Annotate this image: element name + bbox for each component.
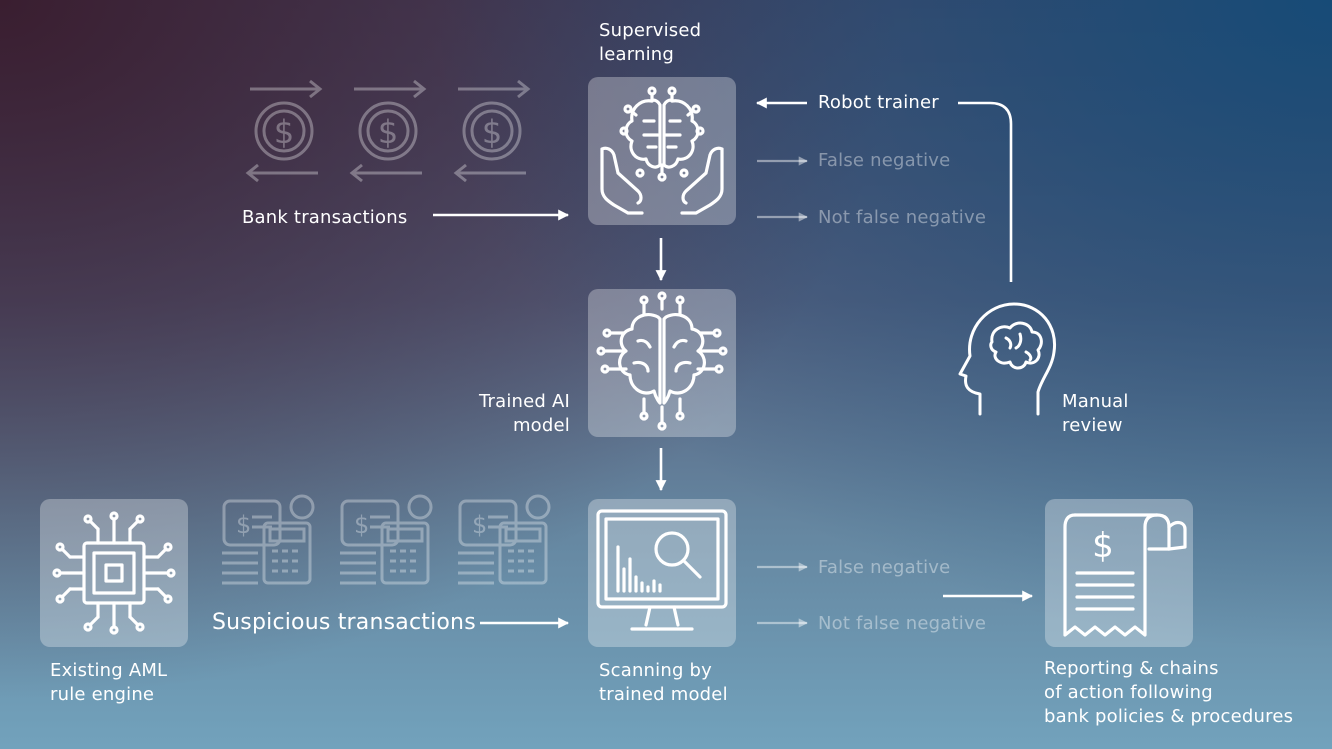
supervised-learning-label-line: learning (599, 44, 675, 65)
svg-text:$: $ (236, 511, 251, 539)
manual-review-label-line: review (1062, 415, 1123, 436)
manual-review-label-line: Manual (1062, 391, 1129, 412)
suspicious-transactions-label: Suspicious transactions (212, 610, 476, 635)
svg-text:$: $ (378, 113, 398, 151)
trained-model-label-line: Trained AI (478, 391, 570, 412)
robot-trainer-label: Robot trainer (818, 92, 939, 113)
aml-engine-label: Existing AML rule engine (50, 659, 167, 707)
scanning-label-line: trained model (599, 684, 728, 705)
aml-engine-label-line: rule engine (50, 684, 155, 705)
manual-review-label: Manual review (1062, 390, 1129, 438)
invoice-calculator-coins-icon: $ (336, 493, 438, 587)
monitor-chart-magnifier-icon (596, 509, 728, 631)
reporting-label-line: Reporting & chains (1044, 658, 1219, 679)
supervised-learning-label: Supervised learning (599, 19, 701, 67)
head-brain-icon (950, 296, 1062, 420)
false-negative-label-top: False negative (818, 150, 951, 171)
svg-text:$: $ (472, 511, 487, 539)
invoice-calculator-coins-icon: $ (218, 493, 320, 587)
svg-text:$: $ (482, 113, 502, 151)
reporting-box: $ (1045, 499, 1193, 647)
microchip-icon (52, 511, 176, 635)
scanning-label-line: Scanning by (599, 660, 713, 681)
aml-engine-label-line: Existing AML (50, 660, 168, 681)
arrow-manual-review-loop (958, 101, 1013, 282)
reporting-label-line: bank policies & procedures (1044, 706, 1294, 727)
svg-text:$: $ (274, 113, 294, 151)
not-false-negative-label-bottom: Not false negative (818, 613, 987, 634)
dollar-exchange-icon: $ (242, 77, 326, 185)
false-negative-label-bottom: False negative (818, 557, 951, 578)
scanning-label: Scanning by trained model (599, 659, 728, 707)
trained-model-label-line: model (512, 415, 570, 436)
aml-engine-box (40, 499, 188, 647)
bank-transactions-label: Bank transactions (242, 207, 408, 228)
not-false-negative-label-top: Not false negative (818, 207, 987, 228)
dollar-exchange-icon: $ (346, 77, 430, 185)
svg-text:$: $ (354, 511, 369, 539)
scanning-box (588, 499, 736, 647)
trained-model-label: Trained AI model (470, 390, 570, 438)
supervised-learning-label-line: Supervised (599, 20, 702, 41)
brain-circuit-icon (596, 291, 728, 431)
supervised-learning-box (588, 77, 736, 225)
svg-text:$: $ (1092, 526, 1114, 566)
dollar-exchange-icon: $ (450, 77, 534, 185)
reporting-label-line: of action following (1044, 682, 1213, 703)
invoice-calculator-coins-icon: $ (454, 493, 556, 587)
hands-holding-brain-circuit-icon (600, 86, 724, 215)
trained-model-box (588, 289, 736, 437)
reporting-label: Reporting & chains of action following b… (1044, 657, 1293, 729)
receipt-dollar-icon: $ (1063, 513, 1187, 637)
